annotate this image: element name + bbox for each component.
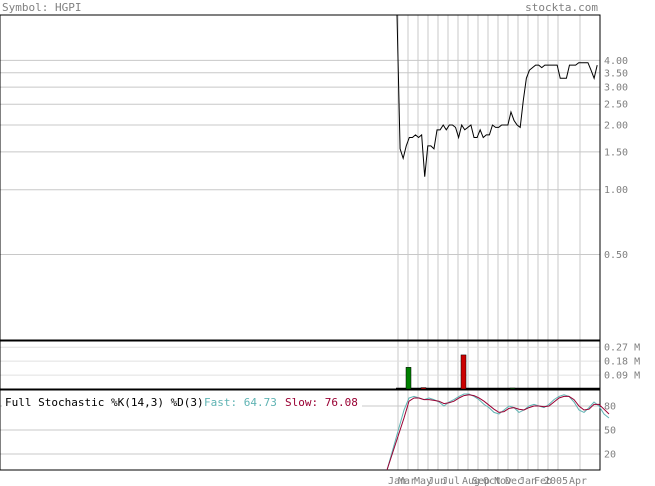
stochastic-fast-line [386,393,610,471]
volume-bar [405,367,412,390]
volume-bar [460,354,467,390]
stochastic-tick-label: 20 [604,450,616,461]
price-layer [396,14,598,177]
site-label: stockta.com [525,1,598,14]
volume-layer [396,354,600,390]
stochastic-layer [386,393,610,471]
volume-panel [0,340,601,390]
x-tick-label: Jan [519,476,537,486]
stochastic-title: Full Stochastic %K(14,3) %D(3) [5,396,204,409]
price-tick-label: 3.50 [604,68,628,79]
stochastic-tick-label: 80 [604,402,616,413]
stochastic-tick-label: 50 [604,426,616,437]
volume-bar [509,387,516,390]
stochastic-fast-label: Fast: 64.73 [204,396,277,409]
price-tick-label: 1.00 [604,185,628,196]
x-tick-label: May [414,476,432,486]
stochastic-legend-bg [2,393,362,410]
volume-bar [420,387,427,390]
x-tick-label: Feb [534,476,552,486]
price-panel [0,14,601,341]
price-tick-label: 2.00 [604,121,628,132]
y-tick-layer: 4.003.50 3.00 2.50 2.00 1.50 1.00 0.50 0.27 M 0.… [604,56,640,461]
x-tick-label: Nov [494,476,512,486]
price-tick-label: 0.50 [604,250,628,261]
price-tick-label: 4.00 [604,56,628,67]
volume-tick-label: 0.09 M [604,371,640,382]
x-tick-label: Jul [442,476,460,486]
grid-layer [0,15,600,470]
x-tick-label: Aug [462,476,480,486]
x-tick-label: Sep [472,476,490,486]
price-tick-label: 2.50 [604,100,628,111]
x-tick-label: Jan [388,476,406,486]
x-tick-label: Apr [569,476,587,486]
price-tick-label: 1.50 [604,147,628,158]
x-tick-label: Mar [398,476,416,486]
x-tick-label: 2005 [544,476,568,486]
volume-tick-label: 0.18 M [604,357,640,368]
price-tick-label: 3.00 [604,83,628,94]
price-series-line [396,14,598,177]
symbol-label: Symbol: HGPI [2,1,81,14]
stochastic-slow-label: Slow: 76.08 [285,396,358,409]
x-tick-label: Dec [505,476,523,486]
volume-tick-label: 0.27 M [604,343,640,354]
x-tick-label: Oct [483,476,501,486]
x-tick-label: Jun [428,476,446,486]
stochastic-slow-line [386,394,610,471]
stochastic-panel [0,389,601,471]
